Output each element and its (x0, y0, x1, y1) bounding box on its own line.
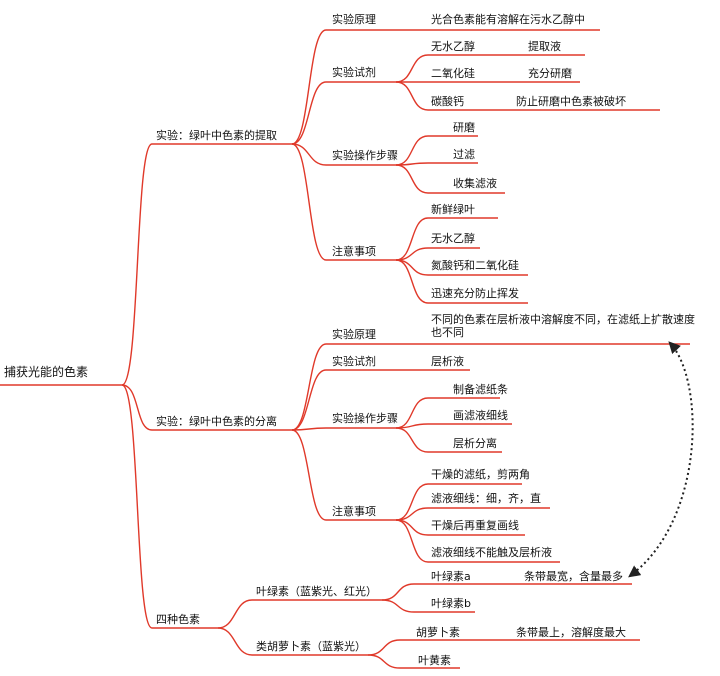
reagent-name[interactable]: 碳酸钙 (431, 95, 464, 108)
separation-step[interactable]: 层析分离 (453, 437, 497, 450)
extraction-principle-label[interactable]: 实验原理 (332, 13, 376, 26)
extraction-step[interactable]: 研磨 (453, 121, 475, 134)
extraction-topic[interactable]: 实验：绿叶中色素的提取 (156, 129, 277, 142)
reagent-role[interactable]: 提取液 (528, 40, 561, 53)
separation-principle-label[interactable]: 实验原理 (332, 328, 376, 341)
extraction-step[interactable]: 收集滤液 (453, 177, 497, 190)
separation-step[interactable]: 画滤液细线 (453, 409, 508, 422)
separation-note[interactable]: 滤液细线：细，齐，直 (431, 492, 541, 505)
separation-reagent[interactable]: 层析液 (431, 355, 464, 368)
separation-steps-label[interactable]: 实验操作步骤 (332, 412, 398, 425)
branch-root-extraction (121, 143, 153, 386)
reagent-role[interactable]: 充分研磨 (528, 67, 572, 80)
separation-reagents-label[interactable]: 实验试剂 (332, 355, 376, 368)
reagent-name[interactable]: 无水乙醇 (431, 40, 475, 53)
extraction-steps-label[interactable]: 实验操作步骤 (332, 149, 398, 162)
chlorophyll-b-name[interactable]: 叶绿素b (431, 597, 471, 610)
root-topic[interactable]: 捕获光能的色素 (4, 365, 89, 379)
carotenoid-label[interactable]: 类胡萝卜素（蓝紫光） (256, 640, 366, 653)
separation-topic[interactable]: 实验：绿叶中色素的分离 (156, 415, 277, 428)
chlorophyll-label[interactable]: 叶绿素（蓝紫光、红光） (256, 585, 377, 598)
extraction-note[interactable]: 氮酸钙和二氧化硅 (431, 259, 519, 272)
separation-note[interactable]: 滤液细线不能触及层析液 (431, 546, 552, 559)
relationship-connector (628, 341, 694, 578)
extraction-reagents-label[interactable]: 实验试剂 (332, 66, 376, 79)
separation-note[interactable]: 干燥后再重复画线 (431, 519, 519, 532)
carotene-name[interactable]: 胡萝卜素 (416, 626, 460, 639)
separation-principle-text[interactable]: 不同的色素在层析液中溶解度不同，在滤纸上扩散速度也不同 (431, 313, 695, 339)
separation-notes-label[interactable]: 注意事项 (332, 505, 376, 518)
carotene-note[interactable]: 条带最上，溶解度最大 (516, 626, 626, 639)
extraction-notes-label[interactable]: 注意事项 (332, 245, 376, 258)
extraction-principle-text[interactable]: 光合色素能有溶解在污水乙醇中 (431, 13, 585, 26)
separation-step[interactable]: 制备滤纸条 (453, 383, 508, 396)
xanthophyll-name[interactable]: 叶黄素 (418, 654, 451, 667)
extraction-step[interactable]: 过滤 (453, 148, 475, 161)
separation-note[interactable]: 干燥的滤纸，剪两角 (431, 468, 530, 481)
branch-root-separation (121, 384, 153, 431)
chlorophyll-a-note[interactable]: 条带最宽，含量最多 (524, 570, 623, 583)
extraction-note[interactable]: 新鲜绿叶 (431, 203, 475, 216)
reagent-role[interactable]: 防止研磨中色素被破坏 (516, 95, 626, 108)
chlorophyll-a-name[interactable]: 叶绿素a (431, 570, 471, 583)
reagent-name[interactable]: 二氧化硅 (431, 67, 475, 80)
pigments-topic[interactable]: 四种色素 (156, 613, 200, 626)
branch-root-pigments (121, 384, 153, 629)
extraction-note[interactable]: 迅速充分防止挥发 (431, 287, 519, 300)
extraction-note[interactable]: 无水乙醇 (431, 232, 475, 245)
